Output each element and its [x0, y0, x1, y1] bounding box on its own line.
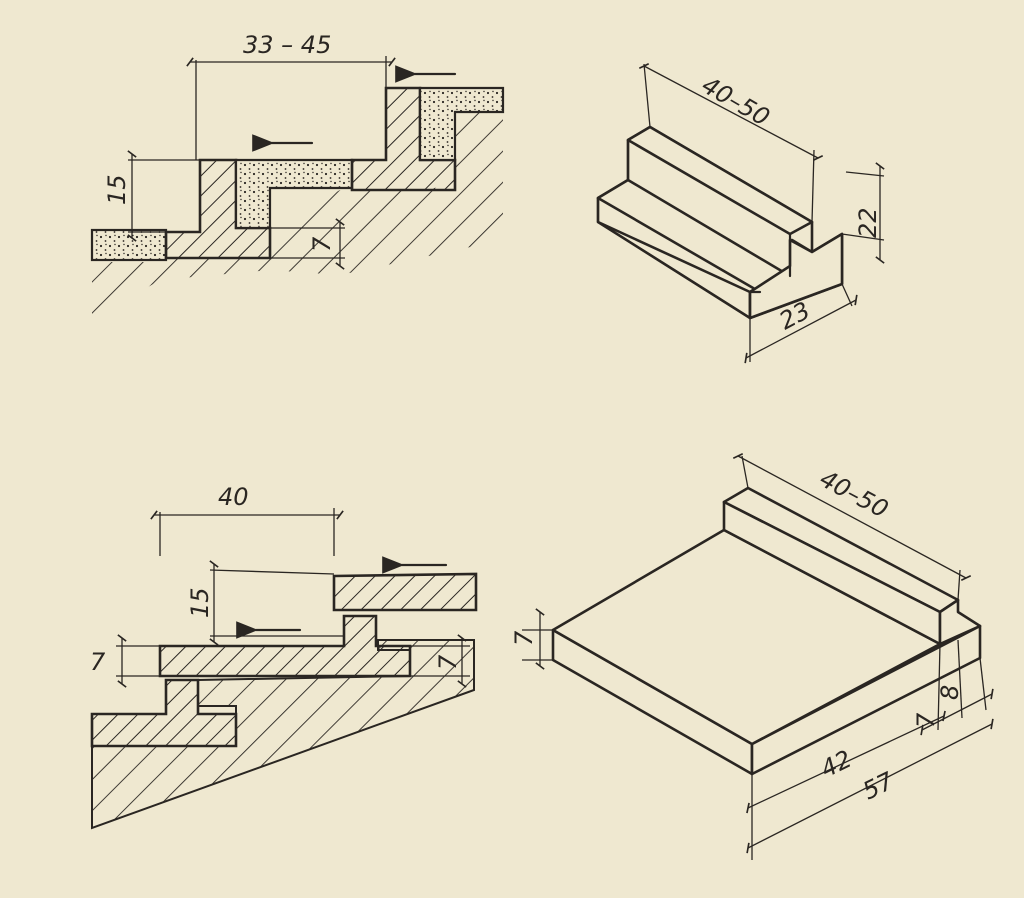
dim-depth-total: 57	[858, 767, 898, 806]
dim-step-width: 33 – 45	[243, 31, 331, 59]
top-block-isometric: 40–50 22 23	[596, 63, 885, 364]
dim-slab-thickness: 7	[510, 630, 538, 646]
mortar-strip-left	[90, 228, 168, 262]
slab-lower	[90, 678, 238, 748]
dim-lip-b: 8	[936, 685, 964, 700]
dim-tread-thickness: 7	[308, 236, 336, 252]
bottom-slab-isometric: 40–50 7 7 8 42 57	[510, 453, 994, 860]
bottom-section-view: 40 15 7 7	[90, 483, 478, 830]
dim-slab-step-width: 40	[218, 483, 249, 511]
dim-riser-height: 15	[103, 174, 131, 205]
mortar-upper	[418, 86, 505, 162]
dim-slab-riser: 15	[186, 587, 214, 618]
slab-upper	[332, 572, 478, 612]
dim-slab-length: 40–50	[815, 465, 893, 524]
dim-slab-thickness-left: 7	[90, 648, 106, 676]
top-section-view: 33 – 45 15 7	[90, 31, 505, 320]
dim-slab-thickness-right: 7	[434, 654, 462, 670]
slab-middle	[158, 614, 412, 678]
ridge-end	[938, 598, 982, 646]
dim-block-length: 40–50	[697, 71, 774, 132]
dim-depth-inner: 42	[816, 745, 856, 784]
dim-block-height: 22	[854, 207, 882, 238]
soil-hatch	[92, 110, 503, 320]
